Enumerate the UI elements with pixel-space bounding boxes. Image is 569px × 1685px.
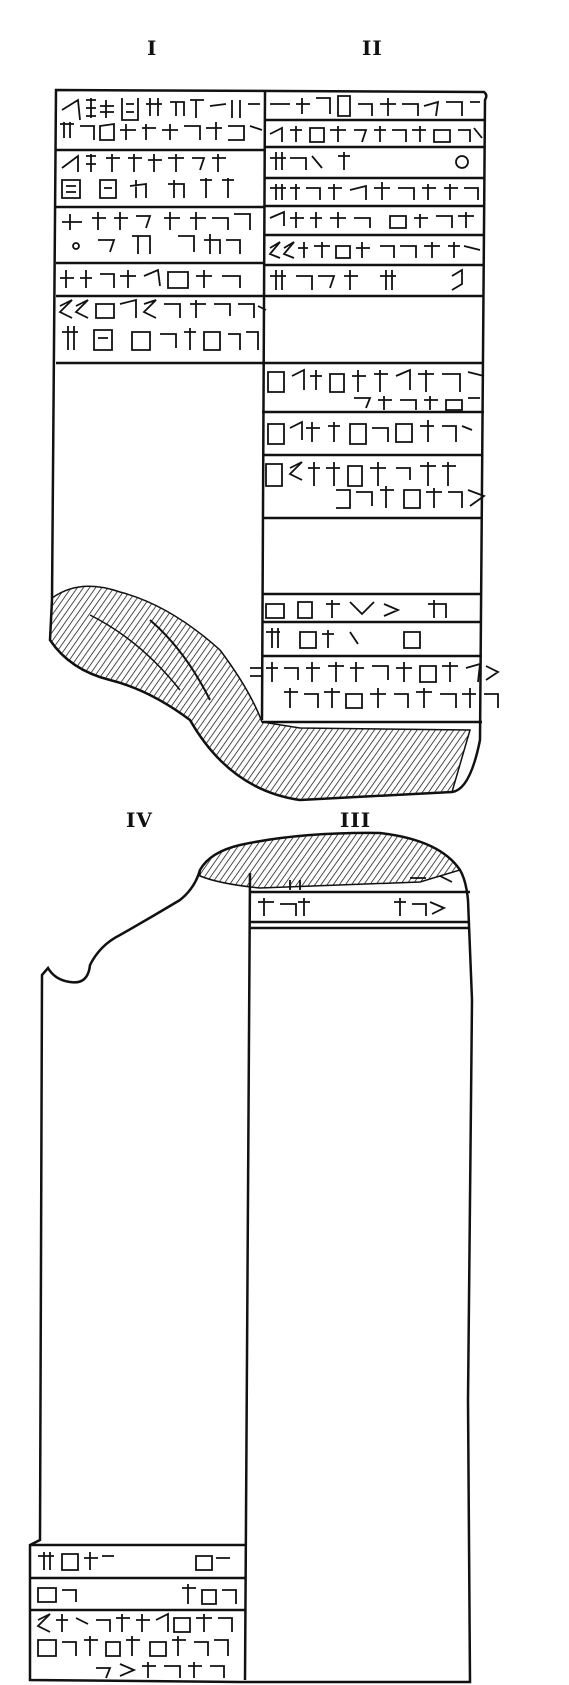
cuneiform-col-ii: [250, 95, 500, 709]
column-label-ii: II: [362, 36, 383, 60]
cuneiform-col-iii: [258, 875, 453, 916]
damage-hatching-reverse: [199, 832, 462, 889]
cuneiform-col-i: [58, 98, 267, 351]
damage-hatching: [49, 585, 471, 801]
reverse-tablet: [28, 831, 474, 1684]
column-label-iii: III: [340, 808, 372, 832]
column-label-iv: IV: [126, 808, 153, 832]
column-label-i: I: [147, 36, 158, 60]
cuneiform-col-iv: [36, 1552, 237, 1679]
